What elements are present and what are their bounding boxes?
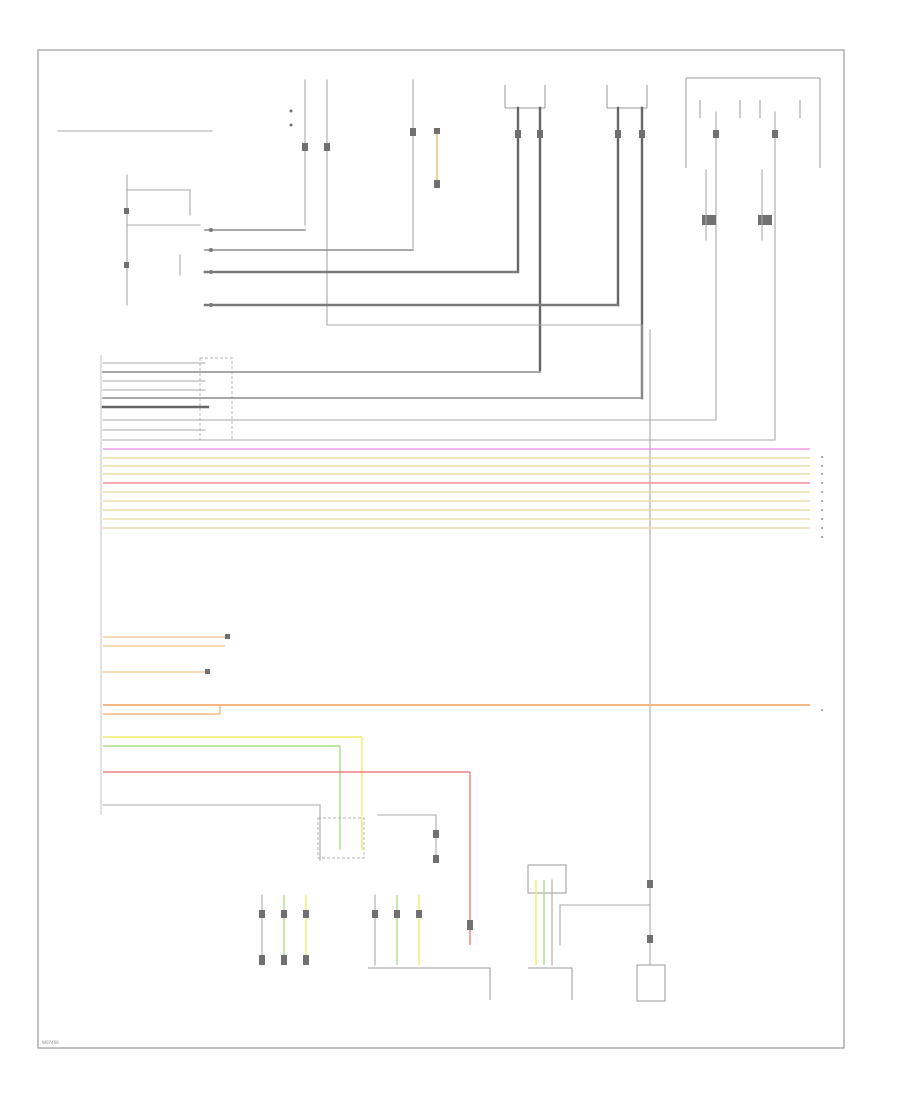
- mid-short-wires: [103, 634, 810, 715]
- antenna-amp-module: [636, 880, 666, 1002]
- top-right-speaker: [606, 85, 648, 400]
- diagram-id: W07466: [42, 1040, 59, 1045]
- right-terminal-dots: [821, 456, 823, 711]
- top-connector-2: [410, 79, 440, 249]
- diagram-frame: [37, 49, 845, 1049]
- upper-feed-wires: [203, 228, 643, 399]
- bottom-left-module: [259, 894, 309, 966]
- bottom-center-module: [368, 894, 491, 1000]
- bottom-right-module: [527, 864, 651, 1000]
- top-connector-1: [289, 79, 330, 326]
- top-left-speaker: [504, 85, 546, 372]
- colored-bus-wires: [103, 448, 810, 529]
- lower-module-wires: [102, 736, 471, 945]
- left-control-module: [57, 130, 213, 306]
- rear-speaker-group: [685, 77, 821, 441]
- gray-signal-wires: [101, 362, 776, 441]
